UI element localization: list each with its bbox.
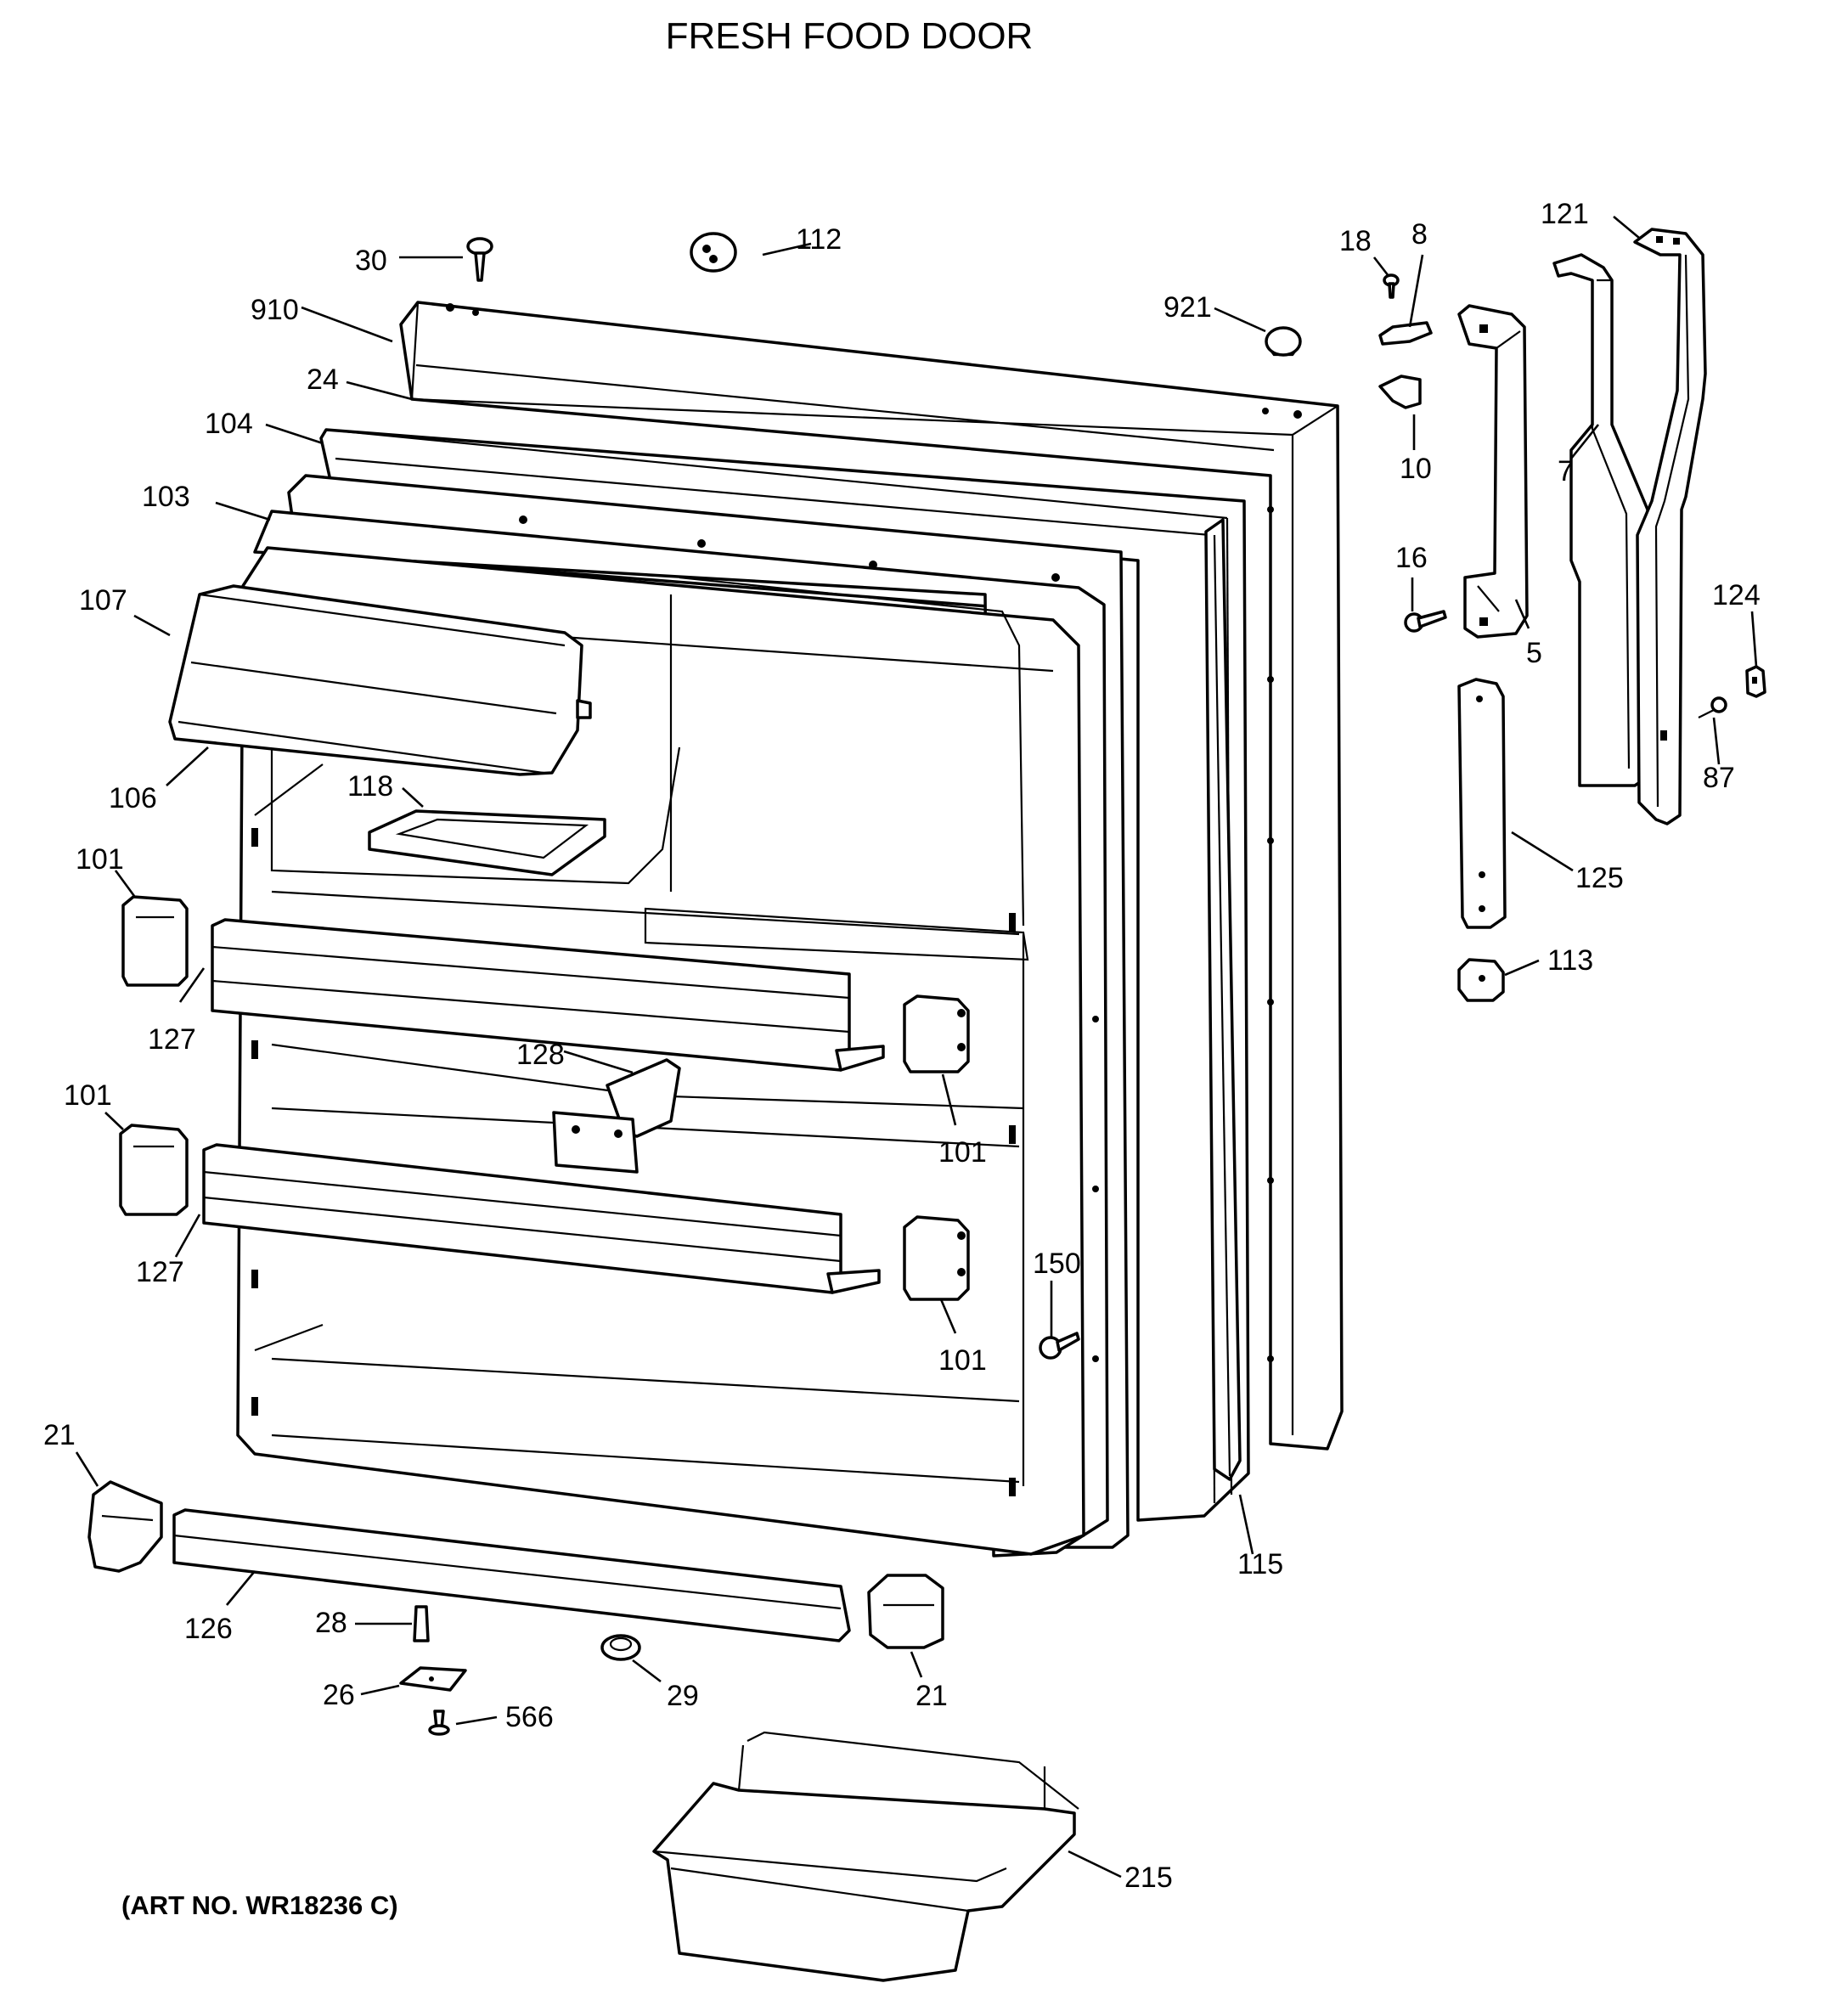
screw-87: [1698, 696, 1727, 718]
callout-101-right-lower: 101: [938, 1344, 987, 1377]
callout-29: 29: [667, 1680, 699, 1712]
bumper-29: [600, 1634, 641, 1661]
callout-566: 566: [505, 1701, 554, 1733]
callout-118: 118: [347, 770, 393, 803]
bracket-8: [1378, 321, 1433, 346]
shelf-end-bracket-left-lower: [119, 1124, 189, 1216]
plate-26: [399, 1666, 467, 1692]
callout-115: 115: [1237, 1548, 1283, 1580]
callout-106: 106: [109, 782, 157, 814]
callout-21-left: 21: [43, 1419, 76, 1451]
callout-101-left-lower: 101: [64, 1079, 112, 1112]
callout-26: 26: [323, 1679, 355, 1711]
diagram-title: FRESH FOOD DOOR: [665, 15, 1034, 57]
callout-10: 10: [1400, 453, 1432, 485]
door-shelf-bar-upper: [211, 918, 885, 1072]
callout-127-upper: 127: [148, 1023, 196, 1056]
callout-125: 125: [1575, 862, 1624, 894]
shelf-end-bracket-right-lower: [903, 1215, 970, 1301]
dairy-door: [168, 584, 592, 776]
pin-28: [413, 1605, 430, 1642]
end-cap-left: [87, 1480, 163, 1573]
hinge-cover-125: [1457, 678, 1507, 929]
callout-127-lower: 127: [136, 1256, 184, 1288]
breaker-strip: [1204, 518, 1242, 1481]
callout-30: 30: [355, 245, 387, 277]
bottom-shelf-bar: [172, 1508, 851, 1642]
callout-101-right-upper: 101: [938, 1136, 987, 1169]
callout-910: 910: [251, 294, 299, 326]
handle-trim-7: [1552, 253, 1654, 787]
art-number: (ART NO. WR18236 C): [121, 1890, 398, 1920]
door-bin: [652, 1731, 1079, 1982]
callout-113: 113: [1547, 944, 1593, 977]
callout-126: 126: [184, 1613, 233, 1645]
bottle-retainer: [552, 1058, 681, 1174]
screw-18: [1383, 273, 1400, 299]
callout-5: 5: [1526, 637, 1542, 669]
callout-128: 128: [516, 1039, 565, 1071]
callout-87: 87: [1703, 762, 1735, 794]
callout-112: 112: [796, 223, 842, 256]
end-cap-right: [867, 1574, 944, 1649]
shelf-end-bracket-left-upper: [121, 895, 189, 987]
callout-124: 124: [1712, 579, 1761, 611]
screw-566: [428, 1710, 450, 1736]
callout-24: 24: [307, 363, 339, 396]
callout-18: 18: [1339, 225, 1372, 257]
screw-16: [1404, 610, 1447, 633]
plug-button-112: [690, 232, 737, 273]
callout-7: 7: [1558, 455, 1574, 487]
callout-103: 103: [142, 481, 190, 513]
callout-150: 150: [1033, 1248, 1081, 1280]
shelf-118: [368, 809, 606, 876]
handle-5: [1457, 304, 1529, 639]
callout-921: 921: [1163, 291, 1212, 324]
callout-28: 28: [315, 1607, 347, 1639]
callout-8: 8: [1411, 218, 1428, 251]
outer-door-panel: [399, 301, 1344, 1451]
hinge-pin-113: [1457, 958, 1505, 1002]
callout-215: 215: [1124, 1862, 1173, 1894]
bracket-124: [1745, 665, 1766, 698]
callout-101-left-upper: 101: [76, 843, 124, 876]
callout-21-right: 21: [916, 1680, 948, 1712]
door-shelf-bar-lower: [202, 1143, 881, 1294]
cap-plug-921: [1265, 326, 1302, 357]
callout-121: 121: [1541, 198, 1589, 230]
callout-labels: 30 112 910 24 104 103 107 106 118 101 12…: [43, 198, 1761, 1894]
callout-107: 107: [79, 584, 127, 617]
callout-16: 16: [1395, 542, 1428, 574]
callout-104: 104: [205, 408, 253, 440]
handle-121: [1633, 228, 1707, 825]
screw-30: [466, 237, 493, 282]
callout-leaders: [75, 216, 1758, 1879]
hinge-part-10: [1378, 375, 1422, 409]
shelf-end-bracket-right-upper: [903, 994, 970, 1073]
